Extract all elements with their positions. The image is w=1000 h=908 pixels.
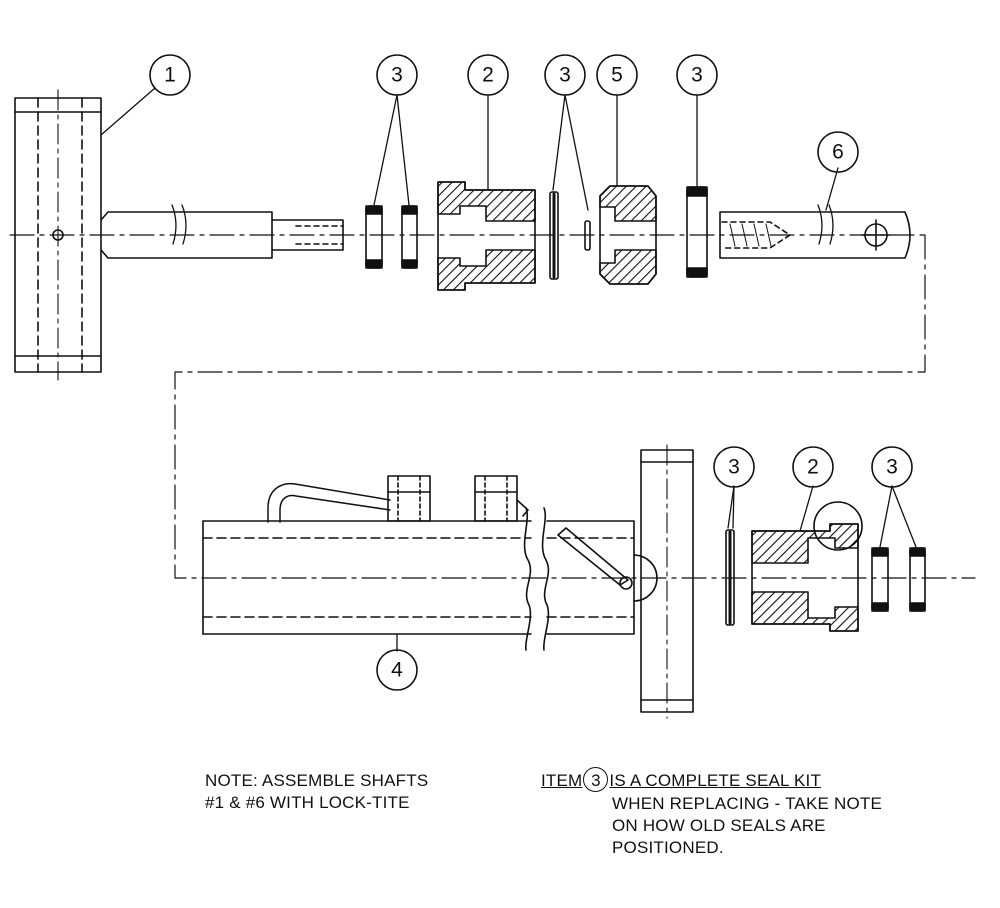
svg-text:3: 3	[391, 64, 403, 87]
svg-text:3: 3	[886, 456, 898, 479]
callout-2-top: 2	[467, 54, 509, 96]
part-3-ring-top-a	[549, 191, 559, 280]
part-4-cylinder-barrel	[202, 475, 635, 651]
callout-5: 5	[596, 54, 638, 96]
callout-leaders	[100, 87, 917, 652]
svg-text:5: 5	[611, 64, 623, 87]
svg-text:4: 4	[391, 659, 403, 682]
seal-kit-note-body: WHEN REPLACING - TAKE NOTE ON HOW OLD SE…	[612, 793, 882, 859]
part-3-ring-top-b	[584, 220, 591, 251]
callout-3-top-a: 3	[376, 54, 418, 96]
callout-1: 1	[149, 54, 191, 96]
part-3-seal-bottom-right	[909, 547, 926, 612]
callout-3-top-c: 3	[676, 54, 718, 96]
svg-text:6: 6	[832, 141, 844, 164]
part-2-gland-nut-bottom	[751, 501, 863, 632]
callout-6: 6	[817, 131, 859, 173]
svg-text:3: 3	[691, 64, 703, 87]
part-4-cross-tube	[633, 444, 694, 719]
seal-kit-note-line-2: WHEN REPLACING - TAKE NOTE	[612, 794, 882, 813]
connector-line	[174, 234, 976, 579]
seal-kit-note-item-number: 3	[583, 767, 609, 793]
callout-3-bottom-b: 3	[871, 446, 913, 488]
part-3-seal-top-far	[686, 186, 708, 278]
seal-kit-note-line-4: POSITIONED.	[612, 838, 724, 857]
assembly-note: NOTE: ASSEMBLE SHAFTS #1 & #6 WITH LOCK-…	[205, 770, 428, 814]
callout-3-top-b: 3	[544, 54, 586, 96]
part-2-gland-nut-top	[437, 181, 536, 291]
part-1-t-handle	[14, 89, 344, 381]
seal-kit-note-line-3: ON HOW OLD SEALS ARE	[612, 816, 826, 835]
seal-kit-note-item-word: ITEM	[541, 771, 583, 790]
assembly-note-line-2: #1 & #6 WITH LOCK-TITE	[205, 793, 410, 812]
assembly-note-line-1: NOTE: ASSEMBLE SHAFTS	[205, 771, 429, 790]
part-3-seal-bottom-left	[871, 547, 889, 612]
svg-text:2: 2	[482, 64, 494, 87]
svg-text:1: 1	[164, 64, 176, 87]
svg-text:3: 3	[728, 456, 740, 479]
part-3-ring-bottom	[725, 529, 735, 626]
callout-2-bottom: 2	[792, 446, 834, 488]
callout-4: 4	[376, 649, 418, 691]
part-5-piston	[599, 185, 657, 285]
svg-text:2: 2	[807, 456, 819, 479]
callout-3-bottom-a: 3	[713, 446, 755, 488]
part-3-seal-top-left	[365, 205, 383, 269]
seal-kit-note-title-text: IS A COMPLETE SEAL KIT	[609, 771, 822, 790]
part-6-rod-end	[719, 204, 911, 259]
part-3-seal-top-right	[401, 205, 418, 269]
svg-text:3: 3	[559, 64, 571, 87]
